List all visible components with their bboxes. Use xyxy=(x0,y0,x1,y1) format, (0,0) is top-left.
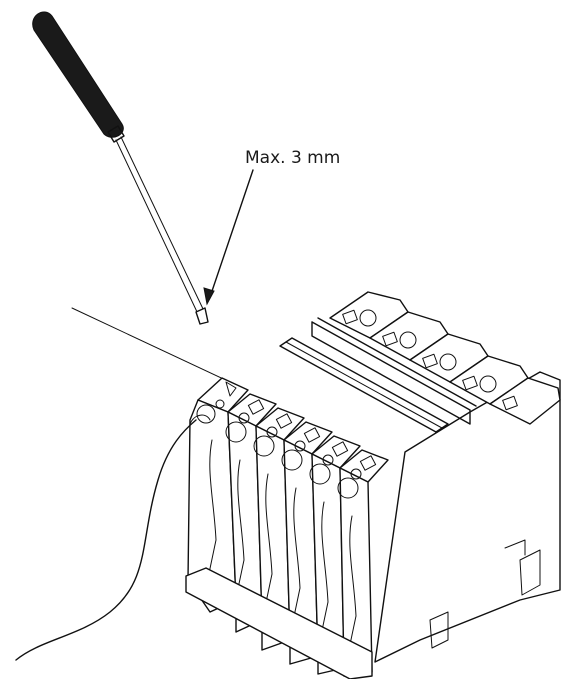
rear-module-markings xyxy=(342,309,518,411)
front-module-5 xyxy=(309,435,361,675)
screwdriver-handle xyxy=(32,11,124,138)
module-profile-lines xyxy=(207,439,357,655)
screwdriver-icon xyxy=(32,11,209,325)
terminal-block-icon xyxy=(185,291,561,679)
front-module-6 xyxy=(337,449,389,677)
screwdriver-tip xyxy=(195,307,209,325)
wire-end-loop xyxy=(189,414,211,425)
rear-module-row xyxy=(311,291,561,425)
screwdriver-shaft xyxy=(115,136,205,315)
insertion-guide-line xyxy=(71,307,233,384)
wire-icon xyxy=(15,419,197,661)
housing-notch xyxy=(504,539,526,556)
jumper-comb xyxy=(311,317,477,425)
callout-arrowhead xyxy=(203,287,215,306)
housing-foot-right xyxy=(429,549,541,649)
front-module-row xyxy=(185,377,389,679)
front-module-2 xyxy=(225,393,277,633)
dimension-callout: Max. 3 mm xyxy=(203,148,340,306)
front-foot xyxy=(185,567,373,679)
screwdriver-ferrule xyxy=(107,125,125,143)
front-module-4 xyxy=(281,421,333,665)
front-module-3 xyxy=(253,407,305,651)
callout-leader-line xyxy=(209,169,254,298)
dimension-label: Max. 3 mm xyxy=(245,148,340,168)
